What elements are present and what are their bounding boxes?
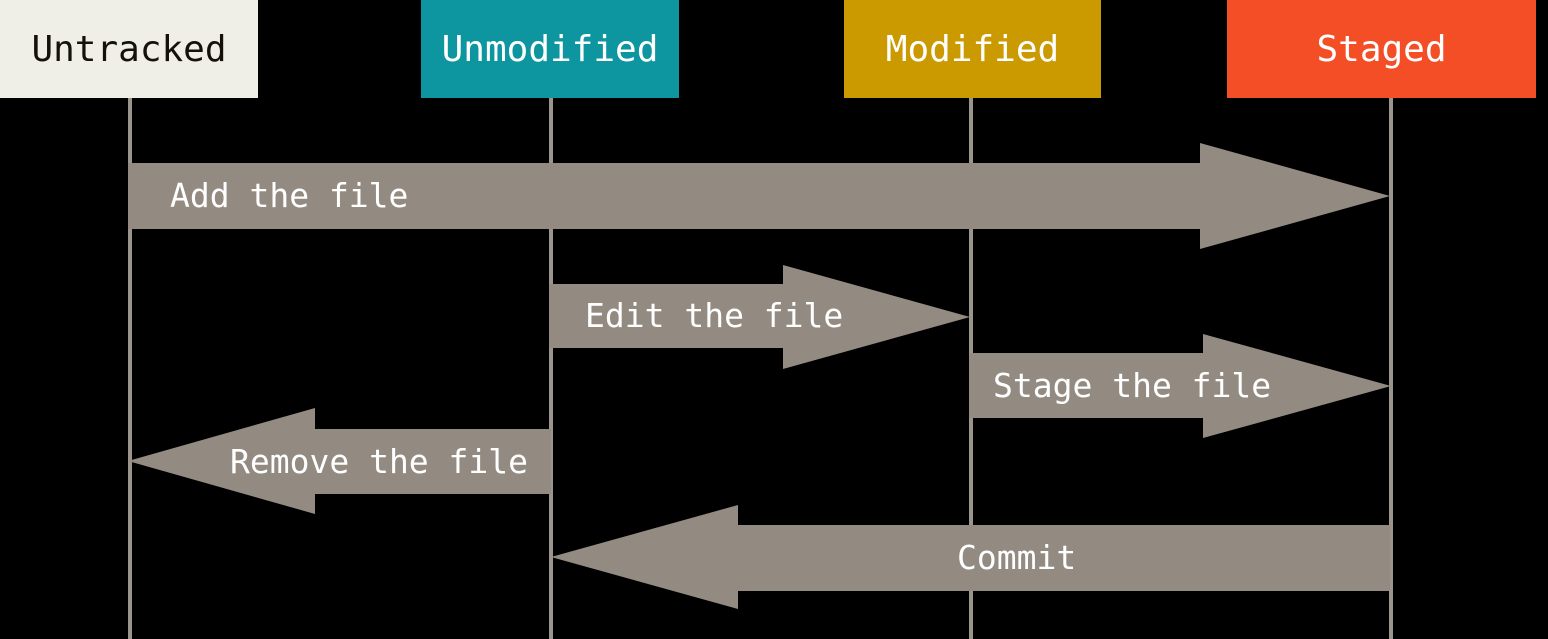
arrow-label-remove-the-file: Remove the file bbox=[230, 442, 529, 481]
arrow-label-stage-the-file: Stage the file bbox=[993, 366, 1272, 405]
state-box-staged: Staged bbox=[1227, 0, 1536, 98]
state-box-untracked: Untracked bbox=[0, 0, 258, 98]
arrow-label-add-the-file: Add the file bbox=[170, 176, 409, 215]
arrow-shaft bbox=[969, 353, 1203, 418]
arrowhead-left-icon bbox=[128, 408, 315, 514]
arrowhead-right-icon bbox=[1203, 334, 1391, 438]
state-box-modified: Modified bbox=[844, 0, 1101, 98]
state-box-unmodified: Unmodified bbox=[421, 0, 679, 98]
arrow-shaft bbox=[128, 163, 1200, 229]
arrowhead-left-icon bbox=[551, 505, 738, 609]
arrowhead-right-icon bbox=[1200, 143, 1390, 249]
state-label-modified: Modified bbox=[885, 28, 1060, 70]
arrow-shaft bbox=[738, 525, 1390, 591]
arrow-shaft bbox=[315, 429, 551, 494]
lifeline-untracked bbox=[128, 97, 132, 639]
arrow-label-edit-the-file: Edit the file bbox=[585, 296, 844, 335]
state-label-untracked: Untracked bbox=[31, 28, 227, 70]
state-label-unmodified: Unmodified bbox=[441, 28, 659, 70]
arrow-shaft bbox=[549, 284, 783, 348]
state-label-staged: Staged bbox=[1316, 28, 1447, 70]
lifeline-staged bbox=[1389, 97, 1393, 639]
arrow-label-commit: Commit bbox=[957, 538, 1077, 577]
lifeline-unmodified bbox=[549, 97, 553, 639]
arrowhead-right-icon bbox=[783, 265, 970, 369]
